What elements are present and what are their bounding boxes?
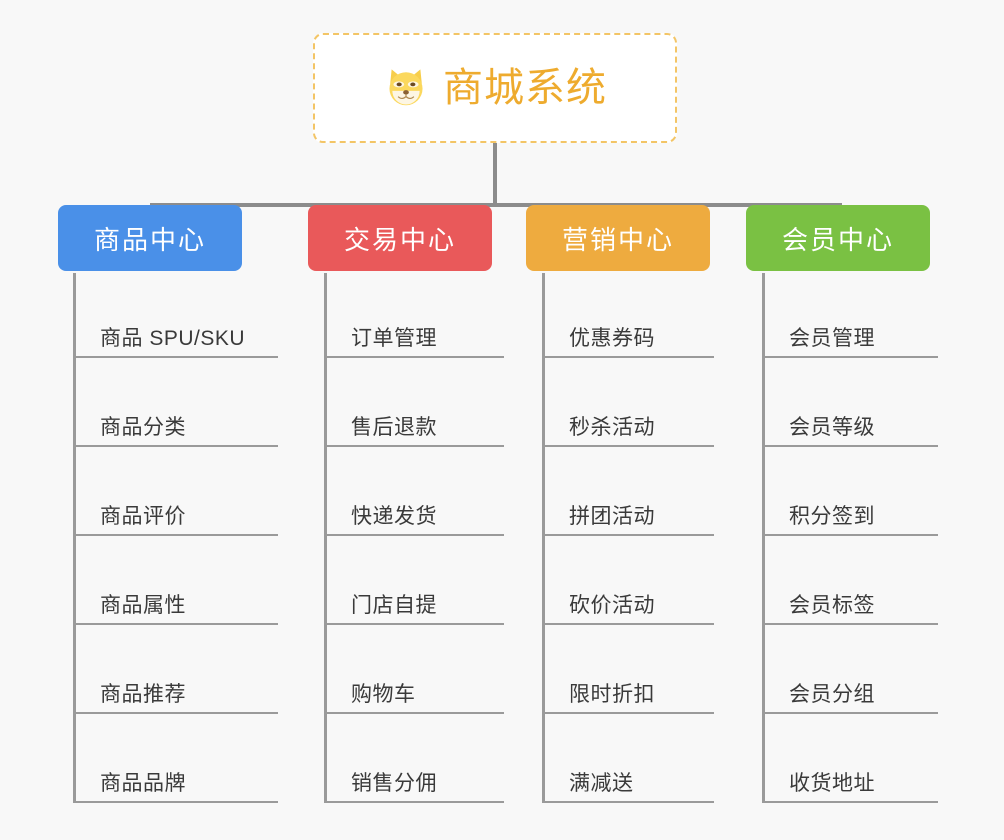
- leaf-item[interactable]: 销售分佣: [324, 751, 504, 803]
- leaf-item-label: 商品属性: [100, 593, 186, 617]
- leaf-item-label: 拼团活动: [569, 504, 655, 528]
- leaf-item[interactable]: 拼团活动: [542, 484, 714, 536]
- leaf-item-label: 订单管理: [351, 326, 437, 350]
- leaf-item-underline: [324, 623, 504, 625]
- leaf-item-underline: [324, 356, 504, 358]
- leaf-item-underline: [73, 534, 278, 536]
- leaf-item-underline: [762, 801, 938, 803]
- leaf-item-label: 秒杀活动: [569, 415, 655, 439]
- leaf-item[interactable]: 商品品牌: [73, 751, 278, 803]
- leaf-item-underline: [324, 801, 504, 803]
- leaf-item-underline: [542, 712, 714, 714]
- leaf-item[interactable]: 购物车: [324, 662, 504, 714]
- leaf-item-label: 快递发货: [351, 504, 437, 528]
- leaf-item-label: 购物车: [351, 682, 416, 706]
- leaf-item[interactable]: 商品属性: [73, 573, 278, 625]
- leaf-item-label: 收货地址: [789, 771, 875, 795]
- leaf-item-label: 商品推荐: [100, 682, 186, 706]
- leaf-item-label: 会员标签: [789, 593, 875, 617]
- leaf-item-label: 商品品牌: [100, 771, 186, 795]
- branch-header-label: 营销中心: [561, 224, 674, 255]
- leaf-item[interactable]: 售后退款: [324, 395, 504, 447]
- leaf-item-label: 优惠券码: [569, 326, 655, 350]
- leaf-item[interactable]: 门店自提: [324, 573, 504, 625]
- leaf-item[interactable]: 会员等级: [762, 395, 938, 447]
- leaf-item-underline: [73, 801, 278, 803]
- leaf-item-label: 售后退款: [351, 415, 437, 439]
- leaf-item-label: 积分签到: [789, 504, 875, 528]
- leaf-item-underline: [324, 712, 504, 714]
- leaf-item[interactable]: 限时折扣: [542, 662, 714, 714]
- leaf-item-label: 砍价活动: [569, 593, 655, 617]
- leaf-item-underline: [73, 712, 278, 714]
- leaf-item[interactable]: 会员分组: [762, 662, 938, 714]
- leaf-item-label: 会员管理: [789, 326, 875, 350]
- leaf-item-label: 商品评价: [100, 504, 186, 528]
- leaf-item[interactable]: 满减送: [542, 751, 714, 803]
- root-node[interactable]: 商城系统: [313, 33, 677, 143]
- leaf-item-underline: [542, 623, 714, 625]
- leaf-item-label: 满减送: [569, 771, 634, 795]
- leaf-item-underline: [324, 445, 504, 447]
- leaf-item-underline: [542, 356, 714, 358]
- leaf-item-label: 商品 SPU/SKU: [100, 326, 246, 350]
- leaf-item-label: 商品分类: [100, 415, 186, 439]
- leaf-item-underline: [542, 801, 714, 803]
- branch-header-2[interactable]: 交易中心: [308, 205, 492, 271]
- root-title: 商城系统: [443, 66, 607, 110]
- leaf-item-underline: [762, 623, 938, 625]
- leaf-item-underline: [73, 445, 278, 447]
- leaf-item[interactable]: 商品评价: [73, 484, 278, 536]
- leaf-item-underline: [542, 534, 714, 536]
- branch-trunk-2: [324, 273, 327, 803]
- connector-root-stem: [493, 143, 497, 207]
- leaf-item-label: 销售分佣: [351, 771, 437, 795]
- leaf-item-underline: [324, 534, 504, 536]
- leaf-item[interactable]: 商品分类: [73, 395, 278, 447]
- leaf-item[interactable]: 积分签到: [762, 484, 938, 536]
- branch-trunk-3: [542, 273, 545, 803]
- branch-header-label: 交易中心: [343, 224, 456, 255]
- branch-header-label: 商品中心: [93, 224, 206, 255]
- leaf-item-label: 门店自提: [351, 593, 437, 617]
- branch-trunk-1: [73, 273, 76, 803]
- branch-header-4[interactable]: 会员中心: [746, 205, 930, 271]
- leaf-item-underline: [73, 356, 278, 358]
- leaf-item[interactable]: 会员管理: [762, 306, 938, 358]
- leaf-item-label: 会员分组: [789, 682, 875, 706]
- leaf-item[interactable]: 会员标签: [762, 573, 938, 625]
- leaf-item-label: 限时折扣: [569, 682, 655, 706]
- branch-header-1[interactable]: 商品中心: [58, 205, 242, 271]
- leaf-item[interactable]: 商品推荐: [73, 662, 278, 714]
- leaf-item-underline: [762, 356, 938, 358]
- leaf-item-label: 会员等级: [789, 415, 875, 439]
- leaf-item[interactable]: 砍价活动: [542, 573, 714, 625]
- leaf-item[interactable]: 优惠券码: [542, 306, 714, 358]
- leaf-item-underline: [762, 534, 938, 536]
- leaf-item[interactable]: 快递发货: [324, 484, 504, 536]
- connector-horizontal-bus: [150, 203, 842, 207]
- leaf-item-underline: [73, 623, 278, 625]
- leaf-item[interactable]: 收货地址: [762, 751, 938, 803]
- branch-header-3[interactable]: 营销中心: [526, 205, 710, 271]
- leaf-item[interactable]: 秒杀活动: [542, 395, 714, 447]
- leaf-item[interactable]: 商品 SPU/SKU: [73, 306, 278, 358]
- leaf-item-underline: [762, 712, 938, 714]
- shiba-dog-face-icon: [383, 65, 429, 111]
- branch-header-label: 会员中心: [781, 224, 894, 255]
- leaf-item[interactable]: 订单管理: [324, 306, 504, 358]
- branch-trunk-4: [762, 273, 765, 803]
- leaf-item-underline: [762, 445, 938, 447]
- leaf-item-underline: [542, 445, 714, 447]
